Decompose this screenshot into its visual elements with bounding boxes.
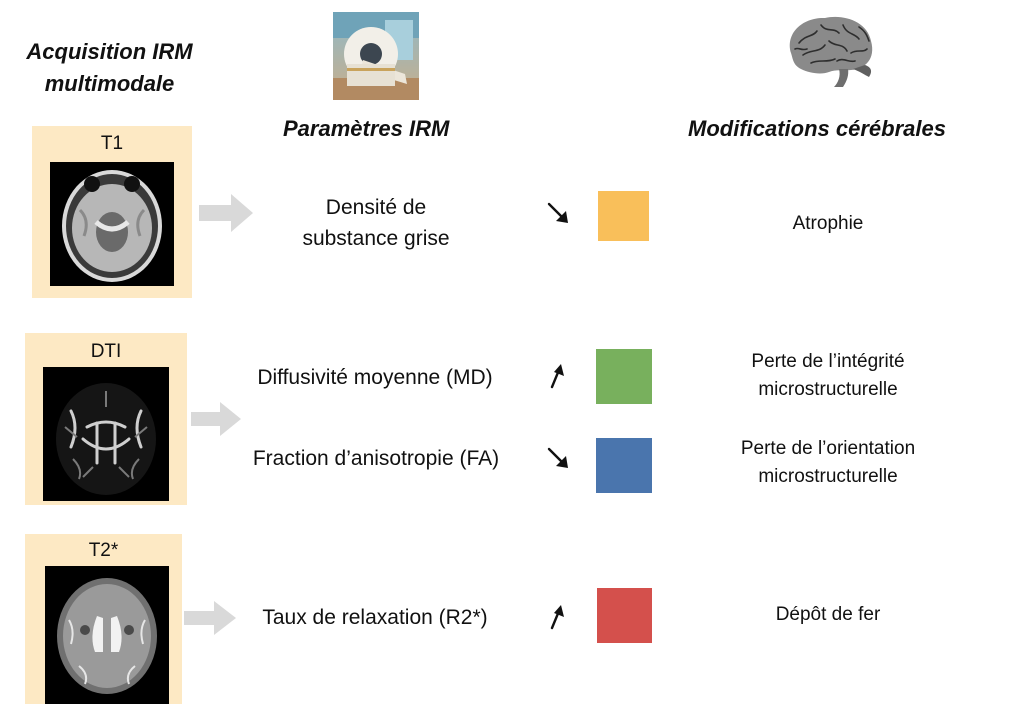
acquisition-header: Acquisition IRM multimodale (22, 36, 197, 100)
md-up-arrow-icon (547, 362, 567, 390)
fa-down-arrow-icon (545, 445, 573, 473)
t1-flow-arrow-icon (199, 194, 253, 232)
t2star-flow-arrow-icon (184, 601, 236, 635)
change-orientation-line2: microstructurelle (758, 466, 898, 487)
change-atrophy: Atrophie (792, 213, 864, 234)
change-orientation-line1: Perte de l’orientation (740, 438, 916, 459)
parameter-gray-matter-line2: substance grise (302, 227, 450, 250)
dti-card: DTI (25, 333, 187, 505)
change-integrity-line1: Perte de l’intégrité (751, 351, 905, 372)
parameter-gray-matter-density: Densité de substance grise (266, 192, 486, 254)
modifications-header: Modifications cérébrales (688, 116, 946, 141)
t2star-scan-image (45, 566, 169, 704)
orientation-loss-swatch (596, 438, 652, 493)
dti-scan-image (43, 367, 169, 501)
t1-card: T1 (32, 126, 192, 298)
t2star-card: T2* (25, 534, 182, 704)
atrophy-swatch (598, 191, 649, 241)
change-orientation-loss: Perte de l’orientation microstructurelle (708, 435, 948, 491)
dti-flow-arrow-icon (191, 402, 241, 436)
parameter-mean-diffusivity: Diffusivité moyenne (MD) (257, 366, 493, 389)
parameter-relaxation-rate: Taux de relaxation (R2*) (262, 606, 488, 629)
acquisition-header-line1: Acquisition IRM (26, 39, 193, 64)
gray-matter-down-arrow-icon (545, 200, 573, 228)
change-iron-deposit: Dépôt de fer (775, 604, 881, 625)
r2star-up-arrow-icon (547, 603, 567, 631)
integrity-loss-swatch (596, 349, 652, 404)
parameter-fractional-anisotropy: Fraction d’anisotropie (FA) (252, 447, 500, 470)
t2star-label: T2* (88, 540, 119, 561)
iron-deposit-swatch (597, 588, 652, 643)
parameters-header: Paramètres IRM (283, 116, 450, 141)
change-integrity-loss: Perte de l’intégrité microstructurelle (708, 348, 948, 404)
brain-icon (781, 13, 877, 89)
acquisition-header-line2: multimodale (44, 71, 175, 96)
t1-scan-image (50, 162, 174, 286)
t1-label: T1 (100, 133, 124, 154)
change-integrity-line2: microstructurelle (758, 379, 898, 400)
dti-label: DTI (90, 341, 122, 362)
mri-scanner-icon (333, 12, 419, 100)
parameter-gray-matter-line1: Densité de (325, 196, 427, 219)
